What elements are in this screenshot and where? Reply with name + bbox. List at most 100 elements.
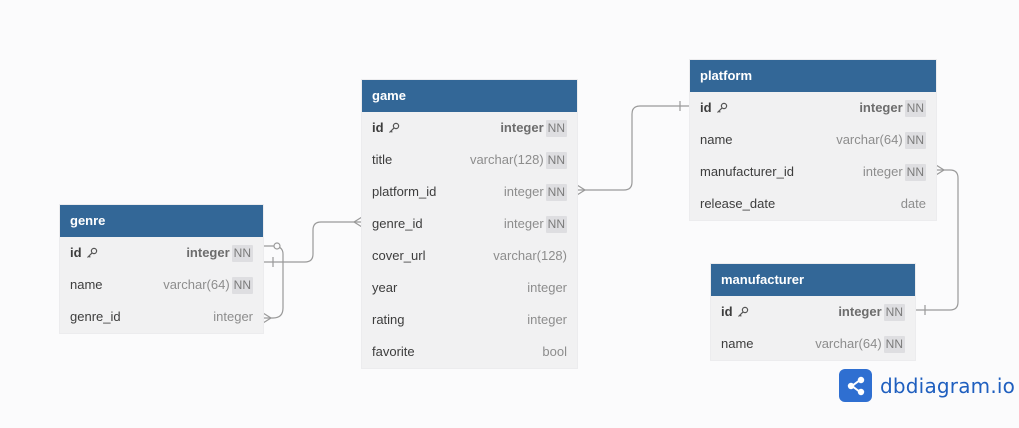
column-row-id[interactable]: id integer NN <box>690 92 936 124</box>
not-null-badge: NN <box>545 119 567 137</box>
brand-logo-link[interactable]: dbdiagram.io <box>839 369 1015 402</box>
column-type-text: date <box>900 196 926 211</box>
column-type-text: bool <box>542 344 567 359</box>
crow-foot-game-platform <box>576 184 587 196</box>
column-row-favorite[interactable]: favorite bool <box>362 336 577 368</box>
column-type-id: integer NN <box>838 296 905 328</box>
relationship-genre-self <box>263 245 284 319</box>
column-type-text: integer <box>503 184 544 199</box>
column-type-platform-id: integer NN <box>504 176 567 208</box>
column-name-text: id <box>372 120 384 135</box>
column-type-text: integer <box>503 216 544 231</box>
crow-foot-genre-self <box>262 312 273 324</box>
not-null-badge: NN <box>883 335 905 353</box>
crow-foot-game-genre <box>352 216 363 228</box>
column-type-name: varchar(64) NN <box>815 328 905 360</box>
column-row-title[interactable]: title varchar(128) NN <box>362 144 577 176</box>
key-icon <box>86 247 97 258</box>
column-type-text: varchar(128) <box>493 248 567 263</box>
column-row-name[interactable]: name varchar(64) NN <box>690 124 936 156</box>
column-row-name[interactable]: name varchar(64) NN <box>711 328 915 360</box>
column-row-year[interactable]: year integer <box>362 272 577 304</box>
column-name-text: year <box>372 280 398 295</box>
column-name-text: genre_id <box>372 216 423 231</box>
column-type-text: integer <box>213 309 253 324</box>
column-row-id[interactable]: id integer NN <box>362 112 577 144</box>
column-name-text: id <box>700 100 712 115</box>
not-null-badge: NN <box>904 163 926 181</box>
column-type-text: integer <box>186 245 230 260</box>
column-type-id: integer NN <box>186 237 253 269</box>
column-row-cover-url[interactable]: cover_url varchar(128) <box>362 240 577 272</box>
relationship-game-platform <box>577 105 690 191</box>
column-row-name[interactable]: name varchar(64) NN <box>60 269 263 301</box>
table-manufacturer[interactable]: manufacturer id integer NN name varchar(… <box>711 264 915 360</box>
key-icon <box>716 102 727 113</box>
table-platform[interactable]: platform id integer NN name varchar(64) … <box>690 60 936 220</box>
column-name-text: name <box>700 132 733 147</box>
column-type-id: integer NN <box>500 112 567 144</box>
not-null-badge: NN <box>883 303 905 321</box>
column-row-release-date[interactable]: release_date date <box>690 188 936 220</box>
column-name-text: release_date <box>700 196 776 211</box>
column-name-id: id <box>700 92 728 124</box>
not-null-badge: NN <box>231 244 253 262</box>
not-null-badge: NN <box>904 131 926 149</box>
column-name-text: name <box>721 336 754 351</box>
key-icon <box>737 306 748 317</box>
column-name-text: cover_url <box>372 248 426 263</box>
column-type-release-date: date <box>901 188 926 220</box>
column-name-id: id <box>70 237 98 269</box>
column-type-manufacturer-id: integer NN <box>863 156 926 188</box>
column-type-text: integer <box>527 312 567 327</box>
not-null-badge: NN <box>904 99 926 117</box>
column-type-id: integer NN <box>859 92 926 124</box>
column-name-id: id <box>372 112 400 144</box>
relationship-game-genre <box>263 221 362 263</box>
column-type-cover-url: varchar(128) <box>493 240 567 272</box>
table-header-platform[interactable]: platform <box>690 60 936 92</box>
zero-mark-genre-self <box>273 242 281 250</box>
column-type-name: varchar(64) NN <box>163 269 253 301</box>
table-game[interactable]: game id integer NN title varchar(128) NN… <box>362 80 577 368</box>
column-type-text: varchar(128) <box>469 152 544 167</box>
column-row-manufacturer-id[interactable]: manufacturer_id integer NN <box>690 156 936 188</box>
column-type-genre-id: integer <box>213 301 253 333</box>
column-type-name: varchar(64) NN <box>836 124 926 156</box>
share-nodes-icon <box>839 369 872 402</box>
table-header-manufacturer[interactable]: manufacturer <box>711 264 915 296</box>
table-genre[interactable]: genre id integer NN name varchar(64) NN … <box>60 205 263 333</box>
column-type-rating: integer <box>527 304 567 336</box>
column-type-text: integer <box>500 120 544 135</box>
brand-name: dbdiagram.io <box>880 373 1016 398</box>
not-null-badge: NN <box>545 215 567 233</box>
column-name-text: rating <box>372 312 405 327</box>
column-type-text: varchar(64) <box>815 336 882 351</box>
table-header-genre[interactable]: genre <box>60 205 263 237</box>
not-null-badge: NN <box>231 276 253 294</box>
column-name-text: genre_id <box>70 309 121 324</box>
column-row-platform-id[interactable]: platform_id integer NN <box>362 176 577 208</box>
column-type-text: integer <box>859 100 903 115</box>
column-type-text: integer <box>527 280 567 295</box>
column-row-id[interactable]: id integer NN <box>60 237 263 269</box>
column-name-text: manufacturer_id <box>700 164 794 179</box>
column-type-title: varchar(128) NN <box>470 144 567 176</box>
column-name-text: name <box>70 277 103 292</box>
key-icon <box>388 122 399 133</box>
column-name-text: title <box>372 152 393 167</box>
table-header-game[interactable]: game <box>362 80 577 112</box>
column-row-rating[interactable]: rating integer <box>362 304 577 336</box>
column-name-text: platform_id <box>372 184 437 199</box>
column-row-genre-id[interactable]: genre_id integer <box>60 301 263 333</box>
column-name-text: favorite <box>372 344 415 359</box>
column-type-year: integer <box>527 272 567 304</box>
column-type-text: varchar(64) <box>836 132 903 147</box>
column-name-text: id <box>721 304 733 319</box>
column-name-text: id <box>70 245 82 260</box>
column-row-id[interactable]: id integer NN <box>711 296 915 328</box>
not-null-badge: NN <box>545 151 567 169</box>
column-type-text: integer <box>838 304 882 319</box>
column-row-genre-id[interactable]: genre_id integer NN <box>362 208 577 240</box>
